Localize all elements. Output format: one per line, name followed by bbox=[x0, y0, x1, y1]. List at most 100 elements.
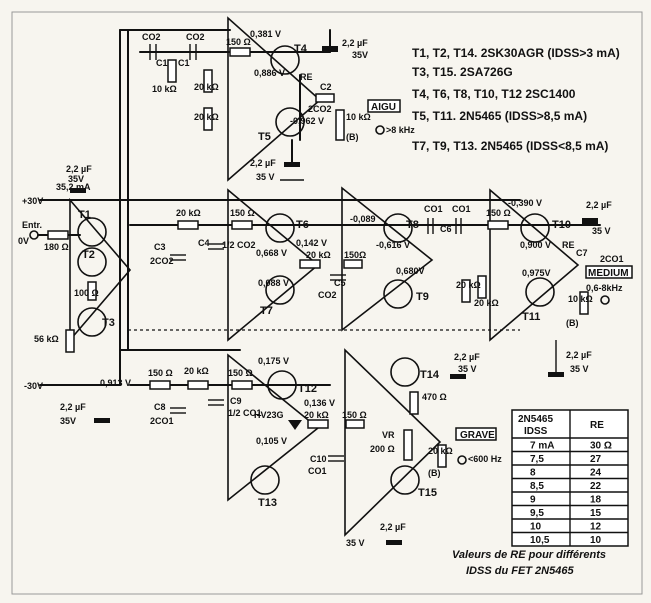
r150-aigu bbox=[229, 47, 251, 57]
grave-r470: 470 Ω bbox=[422, 392, 447, 402]
vr-grave bbox=[403, 429, 413, 461]
input-label: Entr. bbox=[22, 220, 42, 230]
table-cell-idss: 7,5 bbox=[530, 454, 544, 465]
table-cell-idss: 10,5 bbox=[530, 535, 550, 546]
grave-c8: C8 bbox=[154, 402, 166, 412]
r150-med-3 bbox=[487, 220, 509, 230]
med-cap-bot-v: 35 V bbox=[570, 364, 589, 374]
note-3: T4, T6, T8, T10, T12 2SC1400 bbox=[412, 87, 576, 101]
t5-symbol bbox=[275, 107, 305, 137]
aigu-triangle bbox=[227, 16, 322, 182]
t3-symbol bbox=[77, 307, 107, 337]
table-cell-re: 18 bbox=[590, 495, 602, 506]
med-v142: 0,142 V bbox=[296, 238, 327, 248]
med-v900: 0,900 V bbox=[520, 240, 551, 250]
t9-label: T9 bbox=[416, 291, 429, 303]
med-c4v: 1/2 CO2 bbox=[222, 240, 256, 250]
grave-cap-bot-v: 35 V bbox=[346, 538, 365, 548]
med-c6: C6 bbox=[440, 224, 452, 234]
grave-tri-2 bbox=[344, 348, 442, 537]
aigu-v886: 0,886 V bbox=[254, 68, 285, 78]
pot-med bbox=[579, 291, 589, 315]
cap-grave-bot bbox=[386, 540, 402, 545]
grave-box bbox=[455, 427, 497, 441]
med-c7: C7 bbox=[576, 248, 588, 258]
t4-symbol bbox=[270, 45, 300, 75]
aigu-pot: 10 kΩ bbox=[346, 112, 371, 122]
t7-label: T7 bbox=[260, 305, 273, 317]
aigu-cap-top-v: 35V bbox=[352, 50, 368, 60]
aigu-label: AIGU bbox=[371, 102, 396, 113]
r180-label: 180 Ω bbox=[44, 242, 69, 252]
aigu-v381: 0,381 V bbox=[250, 29, 281, 39]
t14-label: T14 bbox=[420, 369, 440, 381]
grave-cap-bot: 2,2 µF bbox=[380, 522, 406, 532]
t3-label: T3 bbox=[102, 317, 115, 329]
grave-cap-neg-v: 35V bbox=[60, 416, 76, 426]
aigu-output-jack[interactable] bbox=[375, 125, 385, 135]
med-v668: 0,668 V bbox=[256, 248, 287, 258]
t2-symbol bbox=[77, 247, 107, 277]
aigu-pot-b: (B) bbox=[346, 132, 359, 142]
aigu-r150: 150 Ω bbox=[226, 37, 251, 47]
table-cell-idss: 7 mA bbox=[530, 441, 554, 452]
r56k-label: 56 kΩ bbox=[34, 334, 59, 344]
hv23g-diode bbox=[288, 420, 302, 430]
cap-aigu-top bbox=[322, 46, 338, 52]
table-cell-re: 22 bbox=[590, 481, 602, 492]
table-caption-1: Valeurs de RE pour différents bbox=[452, 549, 606, 561]
r20k-grave-2 bbox=[307, 419, 329, 429]
table-cell-re: 27 bbox=[590, 454, 602, 465]
grave-output-jack[interactable] bbox=[457, 455, 467, 465]
aigu-r10k: 10 kΩ bbox=[152, 84, 177, 94]
supply-current: 35,2 mA bbox=[56, 182, 91, 192]
t11-label: T11 bbox=[522, 311, 540, 323]
neg-node: 0,913 V bbox=[100, 378, 131, 388]
medium-label: MEDIUM bbox=[588, 268, 629, 279]
ov-label: 0V bbox=[18, 236, 29, 246]
aigu-co2a: CO2 bbox=[142, 32, 161, 42]
grave-r150a: 150 Ω bbox=[148, 368, 173, 378]
aigu-r20k-a: 20 kΩ bbox=[194, 82, 219, 92]
med-r150b: 150Ω bbox=[344, 250, 366, 260]
med-v089: -0,089 bbox=[350, 214, 376, 224]
t10-label: T10 bbox=[552, 219, 571, 231]
r20k-grave bbox=[187, 380, 209, 390]
med-co1a: CO1 bbox=[424, 204, 443, 214]
medium-output-jack[interactable] bbox=[600, 295, 610, 305]
grave-vr: VR bbox=[382, 430, 395, 440]
med-r20ka: 20 kΩ bbox=[456, 280, 481, 290]
frame bbox=[11, 11, 643, 595]
t2-label: T2 bbox=[82, 249, 95, 261]
pot-aigu bbox=[335, 109, 345, 141]
med-c3: C3 bbox=[154, 242, 166, 252]
med-c5: C5 bbox=[334, 278, 346, 288]
t5-label: T5 bbox=[258, 131, 271, 143]
grave-v175: 0,175 V bbox=[258, 356, 289, 366]
input-jack[interactable] bbox=[29, 230, 39, 240]
aigu-box bbox=[367, 99, 401, 113]
cap-grave-top bbox=[450, 374, 466, 379]
pot-grave bbox=[437, 444, 447, 468]
note-5: T7, T9, T13. 2N5465 (IDSS<8,5 mA) bbox=[412, 139, 608, 153]
pos-supply: +30V bbox=[22, 196, 43, 206]
grave-v105: 0,105 V bbox=[256, 436, 287, 446]
t12-symbol bbox=[267, 370, 297, 400]
r150-grave-2 bbox=[231, 380, 253, 390]
grave-c8v: 2CO1 bbox=[150, 416, 174, 426]
t15-label: T15 bbox=[418, 487, 437, 499]
aigu-c1b: C1 bbox=[178, 58, 190, 68]
r20k-med bbox=[177, 220, 199, 230]
table-caption-2: IDSS du FET 2N5465 bbox=[466, 565, 574, 577]
table-cell-idss: 8 bbox=[530, 468, 536, 479]
cap-med-top bbox=[582, 218, 598, 224]
t7-symbol bbox=[265, 275, 295, 305]
t10-symbol bbox=[520, 213, 550, 243]
table-cell-re: 10 bbox=[590, 535, 602, 546]
med-co1b: CO1 bbox=[452, 204, 471, 214]
aigu-cap-bot: 2,2 µF bbox=[250, 158, 276, 168]
t8-label: T8 bbox=[406, 219, 419, 231]
med-c7v: 2CO1 bbox=[600, 254, 624, 264]
r470-grave bbox=[409, 391, 419, 415]
neg-supply: -30V bbox=[24, 381, 43, 391]
